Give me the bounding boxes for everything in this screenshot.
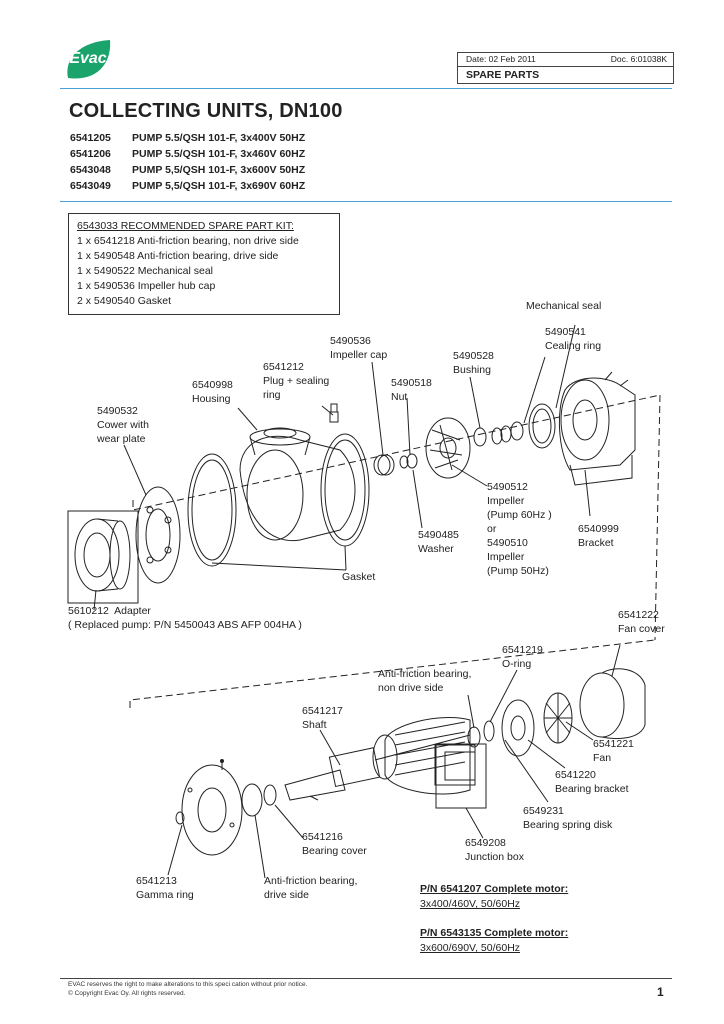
page-number: 1 xyxy=(657,985,664,999)
drive-side-bearing-part xyxy=(241,783,263,817)
doc-date: Date: 02 Feb 2011 xyxy=(466,54,536,64)
label-antifriction-nds: Anti-friction bearing, non drive side xyxy=(378,668,472,694)
label-fan-cover: 6541222 Fan cover xyxy=(618,609,665,635)
header-rule xyxy=(60,88,672,89)
housing-part xyxy=(239,427,356,542)
label-impeller-cap: 5490536 Impeller cap xyxy=(330,335,388,361)
label-nut: 5490518 Nut xyxy=(391,377,432,403)
label-impeller: 5490512 Impeller (Pump 60Hz ) or 5490510… xyxy=(487,481,552,577)
label-cealing-ring: 5490541 Cealing ring xyxy=(545,326,602,352)
kit-item: 1 x 5490548 Anti-friction bearing, drive… xyxy=(77,250,279,262)
label-gamma-ring: 6541213 Gamma ring xyxy=(136,875,194,901)
logo-leaf-icon xyxy=(67,40,111,79)
motor-pn-spec: 3x400/460V, 50/60Hz xyxy=(420,898,521,910)
label-bracket: 6540999 Bracket xyxy=(578,523,619,549)
label-bearing-bracket: 6541220 Bearing bracket xyxy=(555,769,629,795)
adapter-part xyxy=(74,518,131,592)
complete-motor-note: P/N 6543135 Complete motor: 3x600/690V, … xyxy=(420,926,568,956)
impeller-cap-part xyxy=(377,454,395,476)
fan-part xyxy=(543,692,573,744)
oring-part xyxy=(483,720,495,742)
doc-number: Doc. 6:01038K xyxy=(610,54,667,64)
evac-logo: Evac xyxy=(62,38,114,84)
washer-part xyxy=(399,455,409,469)
logo-text: Evac xyxy=(69,50,107,67)
plug-part xyxy=(329,403,339,423)
label-bushing: 5490528 Bushing xyxy=(453,350,494,376)
document-header-box: Date: 02 Feb 2011 Doc. 6:01038K SPARE PA… xyxy=(457,52,674,84)
junction-box-outline xyxy=(435,743,487,809)
kit-item: 1 x 5490536 Impeller hub cap xyxy=(77,280,216,292)
kit-title: 6543033 RECOMMENDED SPARE PART KIT: xyxy=(77,220,294,232)
complete-motor-note: P/N 6541207 Complete motor: 3x400/460V, … xyxy=(420,882,568,912)
label-oring: 6541219 O-ring xyxy=(502,644,543,670)
shaft-part xyxy=(284,734,471,801)
label-shaft: 6541217 Shaft xyxy=(302,705,343,731)
bearing-bracket-part xyxy=(501,699,535,757)
nut-part xyxy=(406,453,418,469)
kit-item: 2 x 5490540 Gasket xyxy=(77,295,171,307)
label-plug: 6541212 Plug + sealing ring xyxy=(263,361,330,401)
upper-assembly-dash xyxy=(132,394,661,511)
label-cower: 5490532 Cower with wear plate xyxy=(97,405,149,445)
label-spring-disk: 6549231 Bearing spring disk xyxy=(523,805,613,831)
motor-pn-spec: 3x600/690V, 50/60Hz xyxy=(420,942,521,954)
motor-housing-part xyxy=(372,717,476,795)
title-rule xyxy=(60,201,672,202)
gamma-ring-part xyxy=(175,811,185,825)
bracket-part xyxy=(558,371,636,486)
motor-pn-title: P/N 6543135 Complete motor: xyxy=(420,927,569,939)
cealing-ring-part xyxy=(528,403,556,449)
label-junction-box: 6549208 Junction box xyxy=(465,837,524,863)
cover-wear-plate-part xyxy=(135,486,181,584)
footer-notice: EVAC reserves the right to make alterati… xyxy=(68,980,307,998)
footer-copyright: © Copyright Evac Oy. All rights reserved… xyxy=(68,990,186,997)
label-antifriction-ds: Anti-friction bearing, drive side xyxy=(264,875,358,901)
label-adapter: 5610212 Adapter ( Replaced pump: P/N 545… xyxy=(68,605,302,631)
label-gasket: Gasket xyxy=(342,571,376,583)
section-name: SPARE PARTS xyxy=(466,69,540,81)
spare-part-kit-box: 6543033 RECOMMENDED SPARE PART KIT: 1 x … xyxy=(68,213,340,315)
gasket-part xyxy=(320,433,370,547)
label-fan: 6541221 Fan xyxy=(593,738,634,764)
label-mechanical-seal: Mechanical seal xyxy=(526,300,602,312)
lower-assembly-dash xyxy=(129,639,656,708)
page-title: COLLECTING UNITS, DN100 xyxy=(69,100,343,122)
label-housing: 6540998 Housing xyxy=(192,379,233,405)
gasket-part xyxy=(187,453,237,567)
footer-line: EVAC reserves the right to make alterati… xyxy=(68,981,308,988)
label-washer: 5490485 Washer xyxy=(418,529,459,555)
kit-item: 1 x 5490522 Mechanical seal xyxy=(77,265,214,277)
bearing-cover-part xyxy=(181,762,243,856)
bushing-part xyxy=(473,427,487,447)
footer-rule xyxy=(60,978,672,979)
kit-item: 1 x 6541218 Anti-friction bearing, non d… xyxy=(77,235,299,247)
motor-pn-title: P/N 6541207 Complete motor: xyxy=(420,883,569,895)
label-bearing-cover: 6541216 Bearing cover xyxy=(302,831,367,857)
fan-cover-part xyxy=(579,668,646,739)
impeller-part xyxy=(425,417,471,479)
